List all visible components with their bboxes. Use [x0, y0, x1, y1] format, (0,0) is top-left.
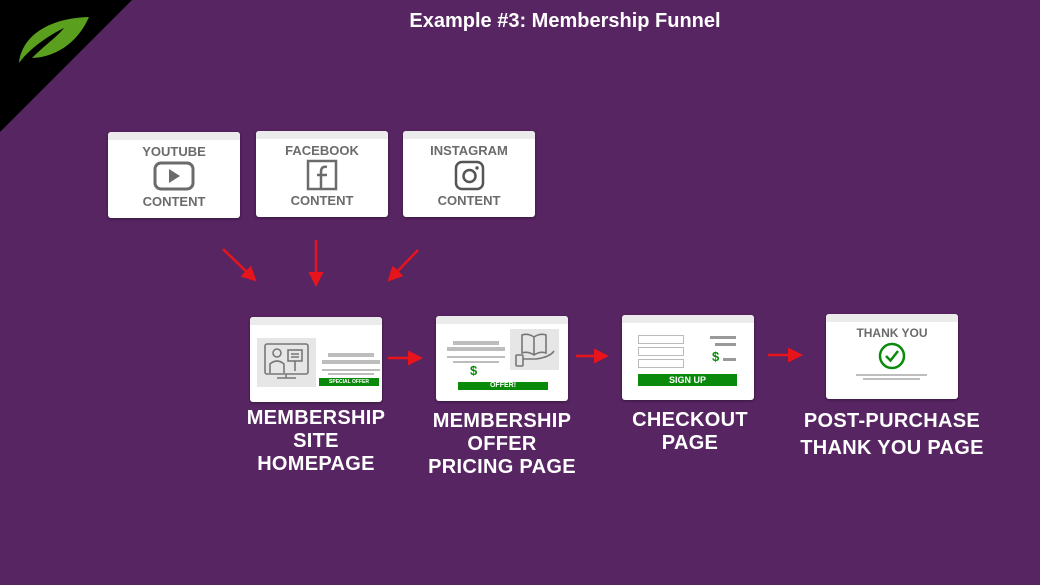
- instagram-content-card: INSTAGRAM CONTENT: [403, 131, 535, 217]
- arrow-instagram: [387, 249, 419, 282]
- presentation-icon: [264, 343, 309, 379]
- checkout-page-card: $ SIGN UP: [622, 315, 754, 400]
- sign-up-button: SIGN UP: [638, 374, 737, 386]
- card-title: FACEBOOK: [285, 143, 359, 158]
- thank-you-heading: THANK YOU: [856, 326, 928, 340]
- book-hand-image: [510, 329, 559, 370]
- homepage-card: SPECIAL OFFER: [250, 317, 382, 402]
- card-subtitle: CONTENT: [142, 194, 206, 209]
- logo-corner: [0, 0, 132, 132]
- card-subtitle: CONTENT: [290, 193, 354, 208]
- thank-you-page-card: THANK YOU: [826, 314, 958, 399]
- leaf-logo-icon: [19, 17, 89, 63]
- ebook-hand-icon: [515, 333, 555, 367]
- price-symbol: $: [712, 349, 720, 364]
- youtube-icon: [153, 161, 195, 191]
- instagram-icon: [454, 160, 485, 191]
- card-title: YOUTUBE: [142, 144, 206, 159]
- arrow-youtube: [222, 248, 257, 282]
- offer-button: OFFER!: [458, 382, 548, 390]
- page-title: Example #3: Membership Funnel: [409, 10, 721, 32]
- card-subtitle: CONTENT: [437, 193, 501, 208]
- facebook-icon: [306, 159, 338, 191]
- price-symbol: $: [470, 363, 478, 378]
- card-title: INSTAGRAM: [430, 143, 508, 158]
- pricing-page-card: $ OFFER!: [436, 316, 568, 401]
- check-circle-icon: [878, 342, 906, 370]
- special-offer-button: SPECIAL OFFER: [319, 378, 379, 386]
- facebook-content-card: FACEBOOK CONTENT: [256, 131, 388, 217]
- youtube-content-card: YOUTUBE CONTENT: [108, 132, 240, 218]
- presenter-image: [257, 338, 316, 387]
